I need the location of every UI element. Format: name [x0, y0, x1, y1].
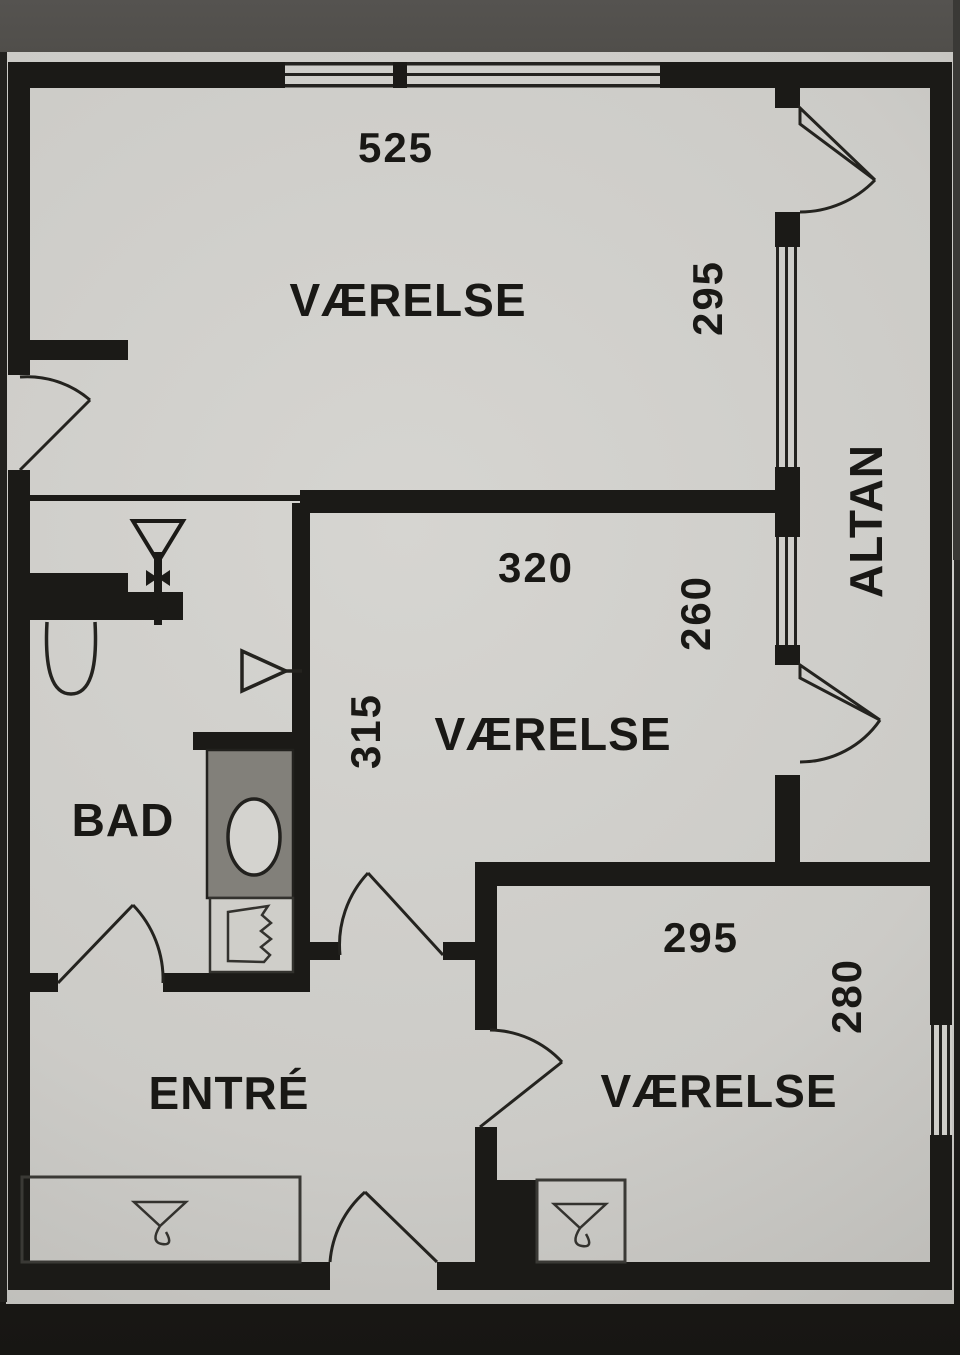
washing-machine-symbol: [208, 896, 295, 974]
wall-balcony-post-4: [775, 645, 800, 665]
window-balcony-upper: [776, 247, 797, 467]
plumbing-riser-symbol: [129, 519, 187, 625]
door-midroom: [338, 871, 445, 957]
hanger-icon-entre: [130, 1200, 190, 1246]
wall-balcony-post-2: [775, 212, 800, 247]
wall-bottomroom-top: [475, 862, 952, 886]
wall-bottom-right: [437, 1262, 952, 1290]
wall-bottomroom-duct-block: [475, 1180, 537, 1262]
wall-top-left: [8, 62, 285, 88]
label-dim-315: 315: [342, 692, 389, 770]
label-dim-280: 280: [823, 957, 870, 1035]
closets: [20, 1175, 627, 1264]
label-room-bottom: VÆRELSE: [600, 1065, 838, 1117]
door-main-left: [18, 375, 92, 472]
door-bottomroom: [479, 1028, 564, 1129]
photo-edge-left: [0, 52, 7, 1302]
label-room-top: VÆRELSE: [289, 274, 527, 326]
wall-right-outer: [930, 62, 952, 1290]
window-balcony-lower: [776, 537, 797, 645]
bath-fixtures: [44, 519, 302, 974]
photo-edge-right: [953, 0, 960, 560]
wall-bath-bottom-left: [22, 973, 58, 992]
door-entrance: [328, 1190, 439, 1264]
wall-toproom-bottom: [300, 490, 775, 513]
door-balcony-midroom: [798, 662, 882, 764]
window-top-2: [407, 62, 660, 88]
wall-bottomroom-left-a: [475, 886, 497, 1030]
label-entrance: ENTRÉ: [148, 1067, 310, 1119]
hanger-icon-bottomroom: [550, 1202, 610, 1248]
label-balcony: ALTAN: [840, 443, 892, 599]
wall-bath-niche-top: [22, 495, 302, 501]
window-mullion-top: [393, 62, 407, 88]
wall-top-right: [660, 62, 952, 88]
label-dim-320: 320: [497, 544, 575, 591]
wall-midroom-stub-right: [443, 942, 477, 960]
door-bathroom: [56, 903, 165, 985]
sink-symbol: [240, 648, 302, 694]
doors: [18, 104, 882, 1264]
wall-left-lower: [8, 470, 30, 1262]
wall-balcony-post-3: [775, 467, 800, 537]
label-dim-260: 260: [672, 574, 719, 652]
window-top-1: [285, 62, 393, 88]
closet-bottomroom: [535, 1178, 627, 1264]
wall-balcony-post-1: [775, 88, 800, 108]
closet-entre: [20, 1175, 302, 1264]
toilet-symbol: [44, 621, 98, 696]
wall-left-upper: [8, 62, 30, 375]
door-balcony-toproom: [798, 104, 877, 214]
wall-bath-niche-thick: [22, 573, 128, 620]
wall-balcony-post-5: [775, 775, 800, 862]
wall-bottom-left: [8, 1262, 330, 1290]
label-room-mid: VÆRELSE: [434, 708, 672, 760]
wall-bath-bottom-right: [163, 973, 310, 992]
walls: [8, 62, 952, 1290]
wall-basin-stub: [193, 732, 310, 750]
window-bottomroom-right: [930, 1025, 952, 1135]
wall-bottomroom-left-b: [475, 1127, 497, 1180]
wardrobe-symbols: [130, 1200, 610, 1248]
windows: [285, 62, 952, 1135]
wall-midroom-stub-left: [310, 942, 340, 960]
label-bathroom: BAD: [71, 794, 175, 846]
label-dim-295-top: 295: [684, 259, 731, 337]
label-dim-525: 525: [357, 124, 435, 171]
label-dim-295-bottom: 295: [662, 914, 740, 961]
basin-icon: [226, 797, 282, 877]
wall-stub-vestibule: [22, 340, 128, 360]
washbasin-counter: [205, 748, 295, 900]
